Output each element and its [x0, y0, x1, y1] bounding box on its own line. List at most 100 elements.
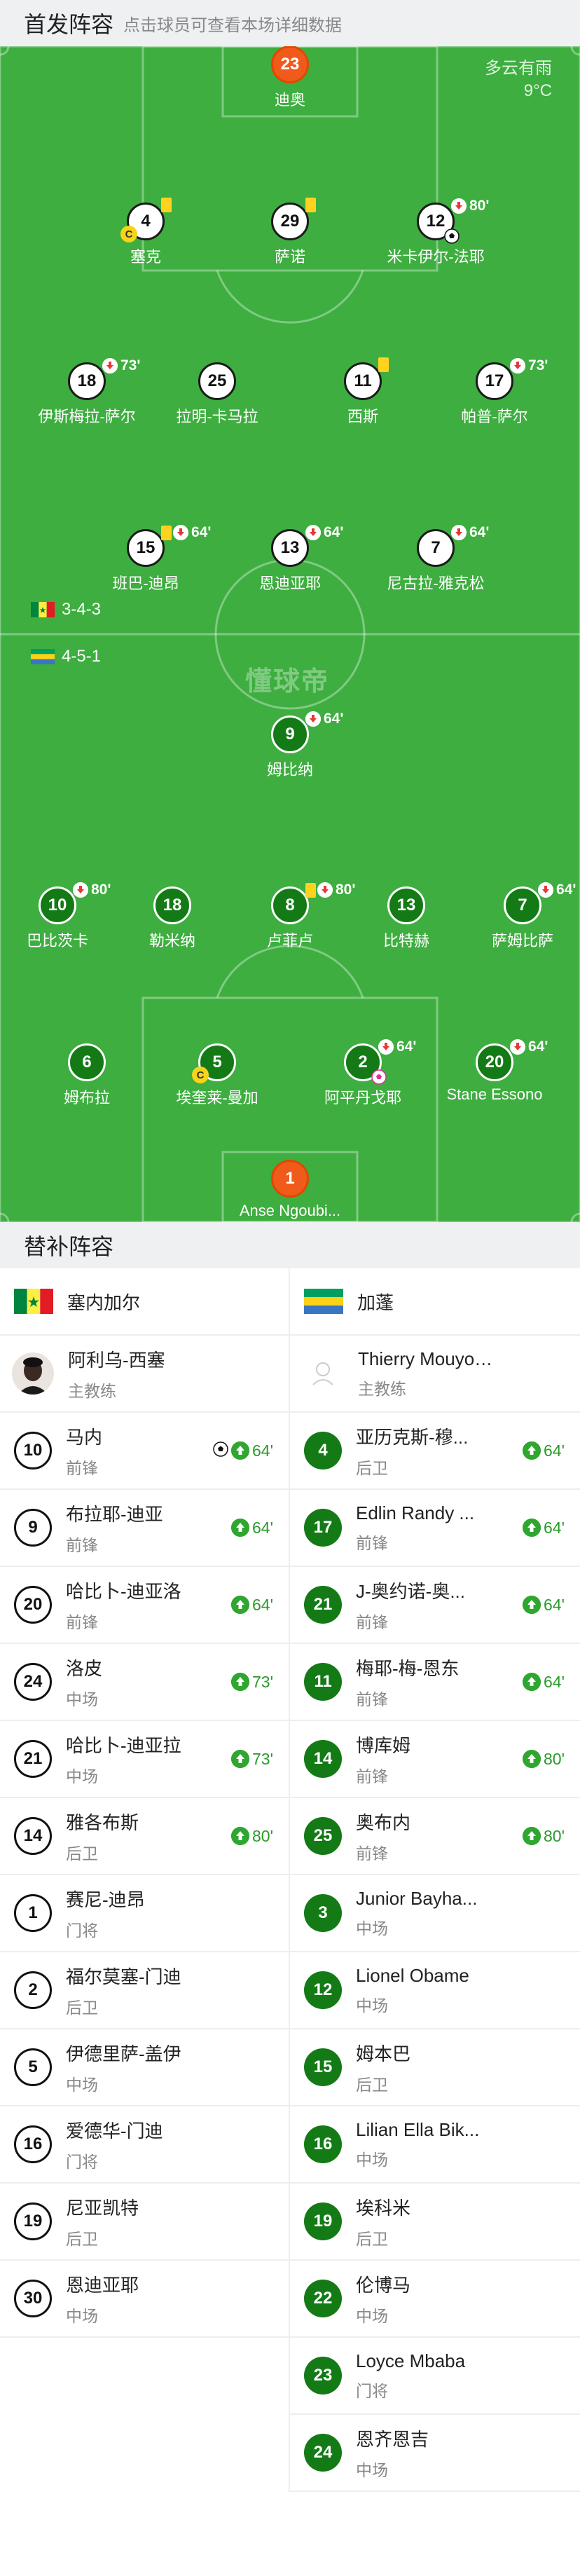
weather-temp: 9°C: [523, 81, 552, 100]
sub-out-minute: 73': [528, 357, 548, 374]
away-team-row[interactable]: 加蓬: [290, 1268, 580, 1336]
player-number: 29: [271, 198, 316, 240]
sub-in-event: 64': [213, 1441, 273, 1460]
player-number: 25: [198, 362, 236, 400]
sub-position: 中场: [66, 1767, 98, 1786]
player-number-text: 29: [280, 212, 300, 231]
own-goal-icon: [371, 1069, 387, 1085]
player-events: 64': [161, 524, 211, 541]
player-name: 班巴-迪昂: [112, 575, 179, 592]
gabon-flag-icon: [304, 1289, 343, 1314]
sub-number: 30: [14, 2280, 52, 2317]
home-coach-row[interactable]: 阿利乌-西塞 主教练: [0, 1336, 289, 1413]
sub-number: 12: [304, 1971, 342, 2009]
player-number: 6: [68, 1043, 106, 1081]
home-team-row[interactable]: 塞内加尔: [0, 1268, 289, 1336]
sub-number: 16: [304, 2125, 342, 2163]
player-events: [305, 198, 316, 212]
sub-out-icon: [538, 882, 553, 898]
sub-name: 博库姆: [356, 1734, 411, 1756]
pitch-player[interactable]: 29 萨诺: [213, 198, 367, 267]
sub-position: 中场: [356, 2306, 388, 2325]
player-name: 迪奥: [274, 91, 305, 109]
sub-position: 中场: [66, 1690, 98, 1708]
sub-out-minute: 64': [191, 524, 212, 540]
lineup-header: 首发阵容 点击球员可查看本场详细数据: [0, 0, 580, 46]
subs-header: 替补阵容: [0, 1222, 580, 1268]
sub-number: 24: [304, 2434, 342, 2472]
player-name: 拉明-卡马拉: [176, 408, 258, 425]
yellow-card-icon: [305, 882, 316, 898]
sub-name: 哈比卜-迪亚洛: [66, 1580, 181, 1602]
away-coach-row[interactable]: Thierry Mouyouma 主教练: [290, 1336, 580, 1413]
sub-out-icon: [510, 1039, 525, 1055]
player-name: 萨诺: [274, 248, 305, 266]
player-number: 1: [271, 1160, 309, 1198]
sub-position: 门将: [66, 1921, 98, 1940]
player-events: 80': [305, 882, 355, 898]
sub-number: 19: [14, 2202, 52, 2240]
sub-out-icon: [102, 358, 118, 374]
sub-in-icon: [231, 1673, 250, 1691]
away-formation-label: 4-5-1: [62, 647, 102, 666]
pitch-player[interactable]: 25 拉明-卡马拉: [140, 362, 294, 427]
player-events: 64': [510, 1039, 548, 1055]
sub-number: 9: [14, 1509, 52, 1547]
sub-name: 恩迪亚耶: [66, 2274, 139, 2296]
player-events: [378, 357, 389, 372]
sub-number: 23: [304, 2357, 342, 2395]
sub-position: 后卫: [66, 2229, 98, 2248]
sub-in-event: 64': [231, 1596, 273, 1615]
